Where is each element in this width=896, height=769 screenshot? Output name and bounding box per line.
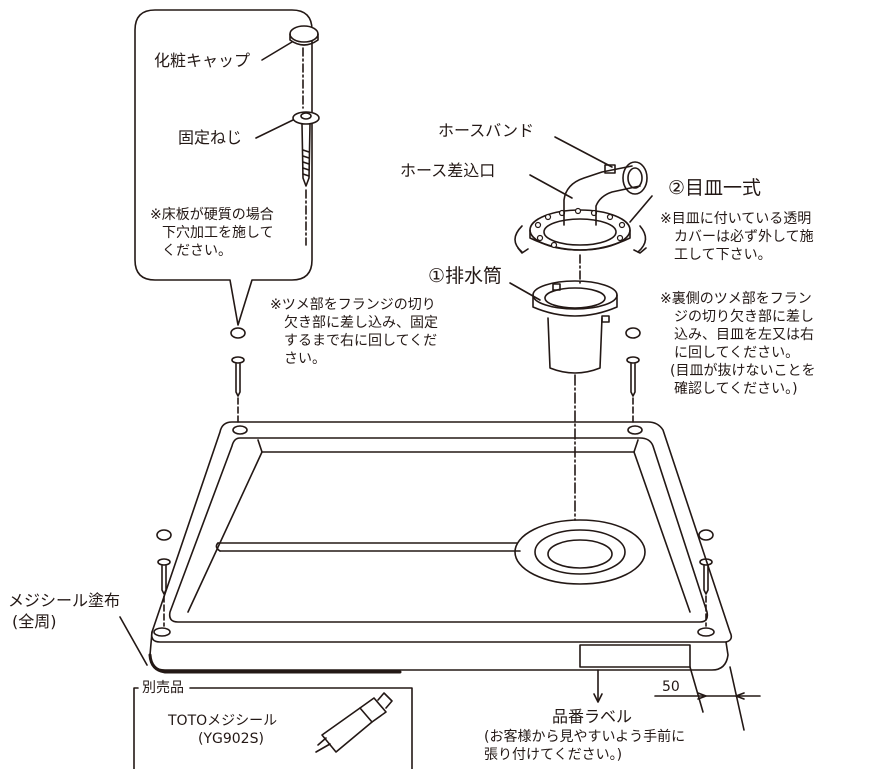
drain-note-line-2: 欠き部に差し込み、固定 (284, 315, 438, 331)
separate-label: 別売品 (140, 679, 186, 697)
trap-note2-line-4: に回してください。 (674, 345, 800, 361)
drain-note: ※ツメ部をフランジの切り 欠き部に差し込み、固定 するまで右に回してくだ さい。 (270, 296, 438, 368)
sealant-label-line-1: メジシール塗布 (8, 591, 121, 610)
callout-note-line-1: ※床板が硬質の場合 (150, 207, 274, 223)
drain-pipe-icon (532, 280, 618, 374)
tray-outline (150, 421, 733, 643)
label-plate (579, 644, 691, 668)
product-label-note: (お客様から見やすいよう手前に 張り付けてください。) (484, 728, 685, 764)
trap-note2-line-2: ジの切り欠き部に差し (674, 309, 814, 325)
trap-note2-line-5: (目皿が抜けないことを (670, 363, 816, 379)
drain-note-line-3: するまで右に回してくだ (284, 333, 438, 349)
trap-title: ②目皿一式 (668, 177, 762, 199)
hose-band-leader (554, 136, 613, 168)
product-label-title: 品番ラベル (552, 707, 633, 726)
separate-box (133, 687, 413, 769)
dimension-value: 50 (662, 679, 680, 695)
trap-note1-line-3: 工して下さい。 (674, 247, 772, 263)
corner-screw-right-back (625, 327, 641, 425)
corner-screw-right-front (698, 529, 714, 627)
product-name-line-1: TOTOメジシール (168, 713, 278, 729)
sealant-tube-icon (315, 692, 393, 753)
hose-inlet-leader (529, 174, 573, 199)
trap-note2-line-6: 確認してください。) (674, 381, 798, 397)
trap-note-1: ※目皿に付いている透明 カバーは必ず外して施 工して下さい。 (660, 210, 814, 264)
cap-label: 化粧キャップ (154, 51, 251, 70)
sealant-label: メジシール塗布 (全周) (8, 590, 120, 632)
corner-screw-left-front (156, 529, 172, 627)
hose-inlet-label: ホース差込口 (400, 161, 496, 180)
trap-note-2: ※裏側のツメ部をフラン ジの切り欠き部に差し 込み、目皿を左又は右 に回してくだ… (660, 290, 815, 398)
product-label-note-line-2: 張り付けてください。) (484, 747, 623, 763)
screw-leader (255, 119, 294, 139)
trap-note2-line-3: 込み、目皿を左又は右 (674, 327, 814, 343)
floor-drain-icon (215, 519, 646, 585)
drain-leader (509, 282, 541, 301)
screw-label: 固定ねじ (178, 128, 243, 147)
sealant-label-line-2: (全周) (12, 612, 57, 631)
product-label-note-line-1: (お客様から見やすいよう手前に (484, 729, 686, 745)
cap-leader (261, 41, 293, 61)
drain-note-line-1: ※ツメ部をフランジの切り (270, 297, 436, 313)
callout-note-line-2: 下穴加工を施して (162, 225, 274, 241)
drain-note-line-4: さい。 (284, 351, 326, 367)
cap-icon (289, 25, 319, 46)
trap-note1-line-2: カバーは必ず外して施 (674, 229, 814, 245)
sealant-bead (148, 653, 402, 674)
trap-assembly-icon (514, 161, 648, 254)
hose-band-label: ホースバンド (438, 121, 535, 140)
screw-icon (292, 111, 320, 187)
tray-inner (168, 437, 709, 623)
callout-note-line-3: ください。 (162, 243, 232, 259)
trap-note2-line-1: ※裏側のツメ部をフラン (660, 291, 812, 307)
callout-note: ※床板が硬質の場合 下穴加工を施して ください。 (150, 206, 274, 260)
product-name-line-2: (YG902S) (198, 731, 264, 747)
sealant-leader (119, 616, 148, 666)
corner-screw-left-back (230, 327, 246, 425)
callout-bubble (134, 9, 313, 326)
drain-title: ①排水筒 (428, 265, 503, 287)
trap-note1-line-1: ※目皿に付いている透明 (660, 211, 812, 227)
product-name: TOTOメジシール (YG902S) (168, 712, 277, 748)
trap-leader (629, 195, 653, 223)
